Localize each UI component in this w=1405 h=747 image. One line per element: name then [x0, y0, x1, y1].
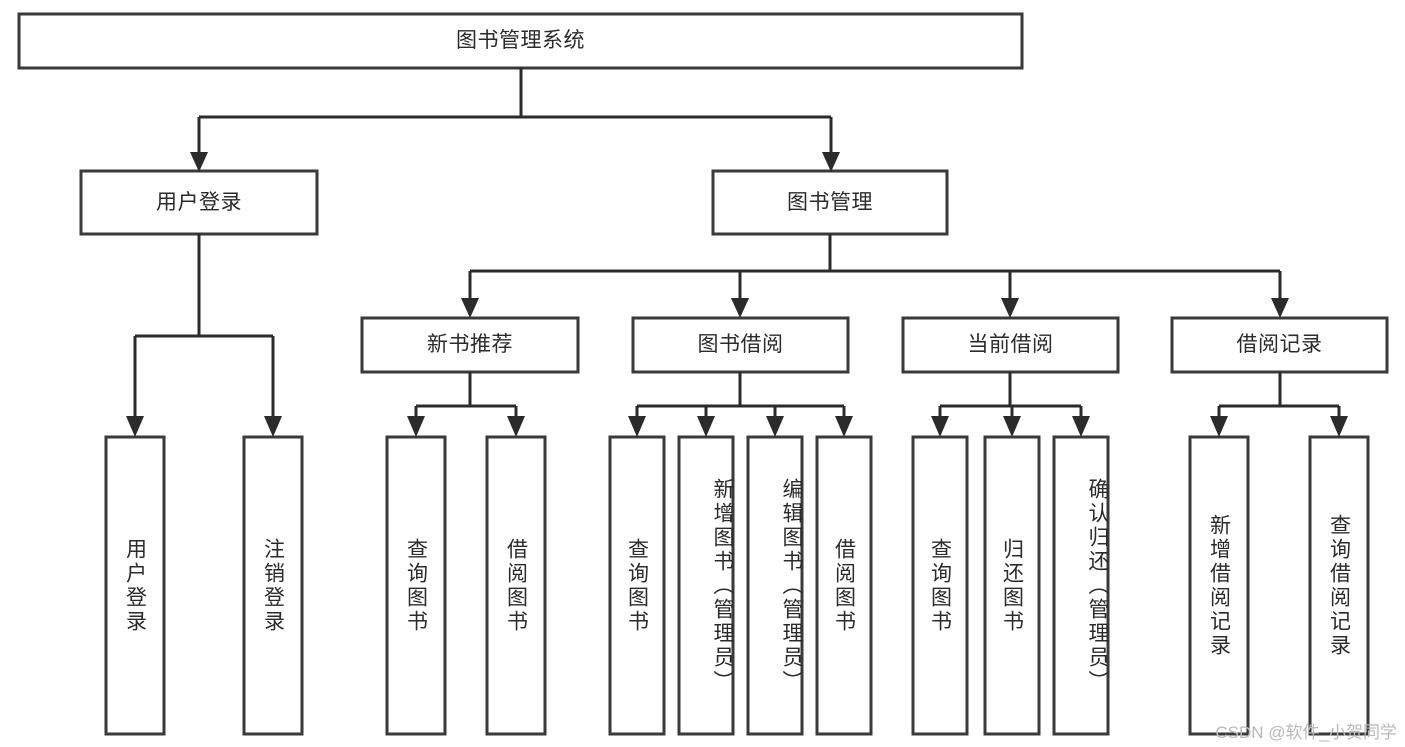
edge-bookborrow-to-leaves — [628, 372, 853, 437]
edge-bookmgmt-to-level2 — [461, 234, 1289, 318]
edge-borrowrecord-to-leaves — [1210, 372, 1348, 437]
node-box-leaf-add-record[interactable] — [1188, 435, 1250, 736]
node-box-book-management[interactable] — [711, 169, 949, 236]
node-box-leaf-borrow-book-2[interactable] — [815, 435, 873, 736]
node-box-leaf-query-book-2[interactable] — [608, 435, 666, 736]
node-box-leaf-confirm-return[interactable] — [1052, 435, 1110, 736]
node-box-leaf-return-book[interactable] — [983, 435, 1041, 736]
node-box-borrow-record[interactable] — [1170, 316, 1389, 374]
edge-currentborrow-to-leaves — [931, 372, 1090, 437]
node-box-book-borrow[interactable] — [631, 316, 850, 374]
node-box-leaf-query-book-3[interactable] — [911, 435, 969, 736]
node-box-leaf-borrow-book-1[interactable] — [485, 435, 547, 736]
node-box-leaf-add-book[interactable] — [677, 435, 735, 736]
node-box-leaf-edit-book[interactable] — [746, 435, 804, 736]
node-box-leaf-query-book-1[interactable] — [385, 435, 447, 736]
node-box-leaf-logout[interactable] — [242, 435, 304, 736]
edge-root-to-level1 — [190, 68, 840, 172]
edge-newbook-to-leaves — [407, 372, 525, 437]
node-box-leaf-query-record[interactable] — [1308, 435, 1370, 736]
node-box-current-borrow[interactable] — [901, 316, 1120, 374]
edge-userlogin-to-leaves — [126, 234, 282, 437]
node-box-new-book-recommend[interactable] — [360, 316, 580, 374]
node-box-root[interactable] — [17, 12, 1024, 70]
node-box-user-login[interactable] — [79, 169, 319, 236]
node-box-leaf-user-login[interactable] — [104, 435, 166, 736]
